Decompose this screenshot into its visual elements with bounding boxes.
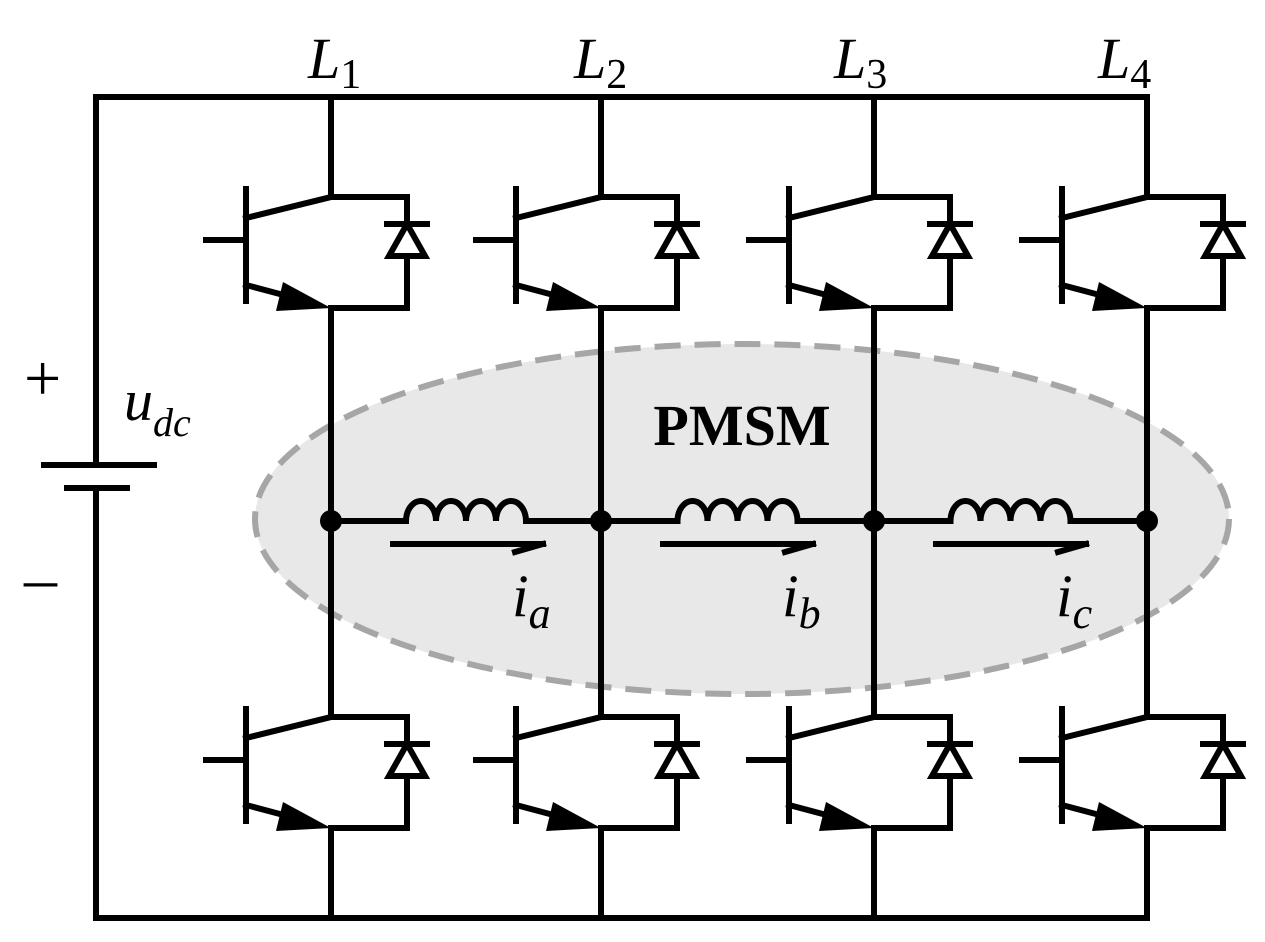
upper-igbt-1 <box>206 189 427 311</box>
leg-label-sub: 2 <box>606 52 627 98</box>
leg-label-1: L1 <box>307 26 361 98</box>
plus-sign: + <box>24 342 61 415</box>
leg-label-2: L2 <box>573 26 627 98</box>
current-label-1: ia <box>512 563 551 638</box>
leg-label-letter: L <box>833 26 866 91</box>
current-var: i <box>1056 563 1073 629</box>
pmsm-boundary <box>252 341 1232 697</box>
dc-bus-wiring <box>41 94 1150 921</box>
current-arrow-2 <box>660 540 817 556</box>
minus-sign: – <box>23 542 58 615</box>
upper-igbt-4 <box>1022 189 1243 311</box>
current-arrow-1 <box>390 540 547 556</box>
pmsm-label: PMSM <box>653 393 830 458</box>
current-sub: b <box>799 589 821 638</box>
current-label-3: ic <box>1056 563 1093 638</box>
current-var: i <box>512 563 529 629</box>
current-arrow-3 <box>933 540 1090 556</box>
leg-label-letter: L <box>307 26 340 91</box>
leg-label-letter: L <box>1097 26 1130 91</box>
lower-igbt-4 <box>1022 709 1243 831</box>
leg-label-sub: 1 <box>340 52 361 98</box>
current-label-2: ib <box>782 563 821 638</box>
leg-1 <box>206 94 427 921</box>
dc-voltage-sub: dc <box>153 400 191 445</box>
leg-4 <box>1022 94 1243 921</box>
leg-label-3: L3 <box>833 26 887 98</box>
leg-label-sub: 3 <box>866 52 887 98</box>
dc-voltage-label: udc <box>124 368 191 445</box>
leg-label-letter: L <box>573 26 606 91</box>
leg-label-4: L4 <box>1097 26 1151 98</box>
lower-igbt-3 <box>749 709 970 831</box>
lower-igbt-1 <box>206 709 427 831</box>
phase-winding-2 <box>598 498 877 525</box>
leg-3 <box>749 94 970 921</box>
dc-voltage-var: u <box>124 368 153 433</box>
leg-label-sub: 4 <box>1130 52 1151 98</box>
upper-igbt-2 <box>476 189 697 311</box>
phase-winding-1 <box>328 498 604 525</box>
current-var: i <box>782 563 799 629</box>
phase-winding-3 <box>871 498 1150 525</box>
lower-igbt-2 <box>476 709 697 831</box>
upper-igbt-3 <box>749 189 970 311</box>
current-sub: a <box>529 589 551 638</box>
current-sub: c <box>1073 589 1093 638</box>
